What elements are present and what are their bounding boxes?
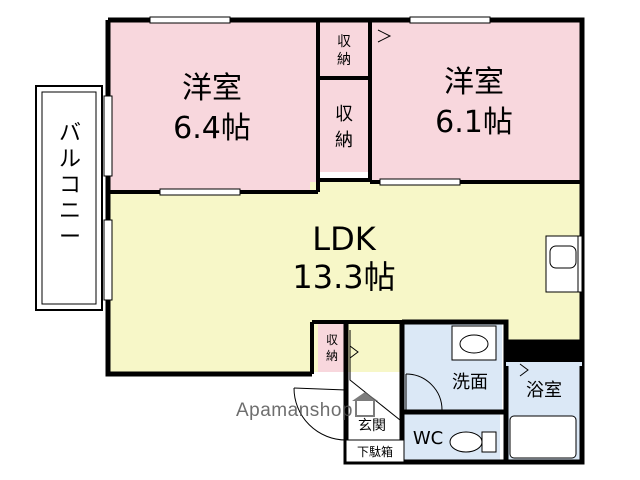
watermark: Apamanshop — [236, 392, 378, 422]
watermark-text: Apamanshop — [236, 400, 353, 421]
ldk-name: LDK — [312, 220, 376, 258]
washbasin — [451, 325, 497, 361]
shoe-box-label: 下駄箱 — [357, 444, 393, 459]
windows — [103, 16, 491, 301]
western-room-left-floor — [110, 22, 318, 192]
kitchen-counter — [545, 235, 583, 293]
storage-top-small-label: 収納 — [337, 34, 351, 68]
storage-top-tall-floor — [320, 80, 368, 172]
house-icon — [351, 392, 378, 417]
bathtub — [509, 415, 577, 459]
western-room-left-size: 6.4帖 — [173, 111, 251, 146]
entrance-area — [293, 330, 405, 463]
balcony-label: バルコニー — [59, 121, 81, 250]
bathroom-floor — [506, 362, 580, 410]
western-room-right-size: 6.1帖 — [435, 105, 513, 140]
storage-top-tall-label: 収納 — [335, 104, 353, 151]
entrance-label: 玄関 — [358, 417, 386, 434]
western-room-right-name: 洋室 — [444, 65, 504, 100]
western-room-right-floor — [372, 22, 580, 182]
ldk-size: 13.3帖 — [292, 258, 395, 296]
toilet-fixture — [449, 431, 497, 453]
washroom-label: 洗面 — [452, 372, 488, 393]
storage-ldk-label: 収納 — [326, 333, 338, 363]
western-room-left-name: 洋室 — [182, 71, 242, 106]
balcony: バルコニー — [35, 85, 103, 311]
storage-top-small-floor — [318, 22, 370, 76]
storage-ldk-floor — [318, 324, 346, 372]
toilet-label: WC — [413, 428, 443, 449]
bathroom-label: 浴室 — [526, 380, 562, 401]
